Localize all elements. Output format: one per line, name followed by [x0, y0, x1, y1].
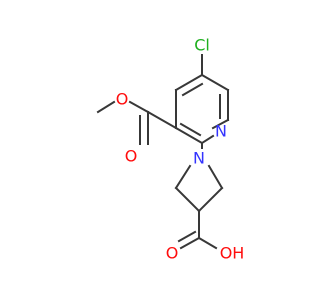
- bond-c1-c2: [174, 126, 204, 145]
- bond-c2-ester-carbon: [146, 110, 178, 130]
- bond-c6-n1: [211, 118, 230, 130]
- bond-c3-c4-inner: [181, 82, 204, 97]
- acid-hydroxyl-label: OH: [220, 244, 245, 263]
- ester-carbonyl-oxygen-label: O: [125, 147, 138, 166]
- bond-c3-c4: [174, 73, 204, 92]
- bond-azetidine-n-ch2-left: [174, 164, 192, 190]
- chlorine-atom-label: Cl: [194, 36, 210, 55]
- acid-carbonyl-oxygen-label: O: [166, 244, 179, 263]
- bond-c4-c5: [200, 73, 230, 92]
- ester-ether-oxygen-label: O: [116, 90, 129, 109]
- bond-c1-c2-inner: [179, 122, 202, 137]
- bond-azetidine-n-ch2-right: [207, 164, 224, 190]
- bond-acid-carbonyl-double: [177, 230, 197, 243]
- bond-azetidine-ch2-right-ch: [197, 186, 224, 213]
- pyridine-nitrogen-label: N: [215, 122, 227, 141]
- bond-ester-carbon-ether-oxygen: [128, 100, 150, 114]
- azetidine-nitrogen-label: N: [193, 149, 205, 168]
- bond-acid-hydroxyl: [197, 236, 218, 250]
- chemical-structure: Cl N N O O O OH: [96, 36, 245, 263]
- bond-ether-oxygen-methyl: [96, 100, 116, 114]
- bond-acid-carbonyl: [179, 236, 201, 250]
- bond-azetidine-ch2-left-ch: [174, 186, 201, 213]
- bond-n1-c1: [200, 134, 215, 145]
